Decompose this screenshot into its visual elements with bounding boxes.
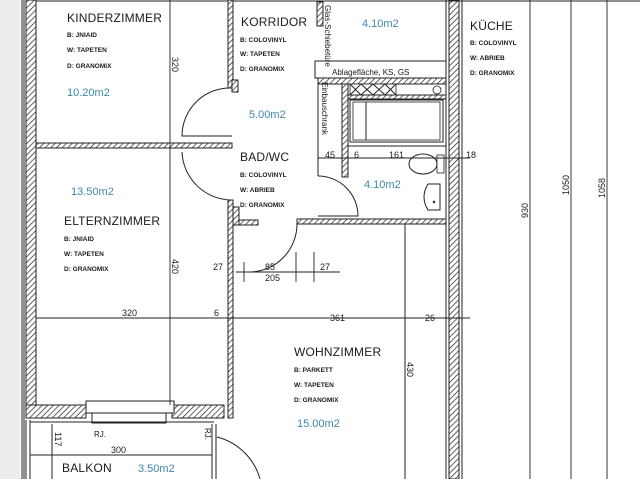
- room-elternzimmer: 13.50m2 ELTERNZIMMER B: JNIAID W: TAPETE…: [64, 186, 160, 273]
- room-area: 10.20m2: [67, 87, 110, 99]
- room-area: 4.10m2: [362, 18, 399, 30]
- svg-text:320: 320: [170, 57, 180, 72]
- room-wohnzimmer: WOHNZIMMER B: PARKETT W: TAPETEN D: GRAN…: [294, 345, 381, 430]
- room-kinderzimmer: KINDERZIMMER B: JNIAID W: TAPETEN D: GRA…: [67, 11, 162, 99]
- svg-text:430: 430: [405, 362, 415, 377]
- room-area: 15.00m2: [297, 418, 340, 430]
- room-korridor: KORRIDOR B: COLOVINYL W: TAPETEN D: GRAN…: [240, 15, 307, 121]
- svg-text:W: TAPETEN: W: TAPETEN: [64, 251, 104, 258]
- wall-eltern-wohn: [227, 199, 234, 419]
- room-area: 5.00m2: [249, 109, 286, 121]
- room-name: KINDERZIMMER: [67, 11, 162, 25]
- svg-text:6: 6: [354, 150, 359, 160]
- svg-text:27: 27: [213, 262, 223, 272]
- glass-door-label: Glas-Schiebetüre: [323, 5, 332, 67]
- glass-door-post: [316, 1, 324, 27]
- svg-text:D: GRANOMIX: D: GRANOMIX: [64, 266, 109, 273]
- door-elternzimmer: [181, 151, 233, 201]
- svg-text:300: 300: [111, 445, 126, 455]
- door-kinderzimmer: [181, 87, 233, 137]
- room-name: KÜCHE: [470, 19, 513, 33]
- closet-label: Einbauschrank: [320, 82, 329, 136]
- scan-margin: [0, 0, 20, 479]
- rj-right-label: RJ.: [203, 428, 212, 440]
- room-name: ELTERNZIMMER: [64, 214, 160, 228]
- svg-text:85: 85: [265, 262, 275, 272]
- svg-text:117: 117: [53, 432, 63, 446]
- door-bad: [317, 175, 359, 217]
- counter-label: Ablagefläche, KS, GS: [332, 68, 409, 77]
- svg-text:D: GRANOMIX: D: GRANOMIX: [67, 63, 112, 70]
- dim-1050: 1050: [561, 175, 571, 195]
- svg-text:B: PARKETT: B: PARKETT: [294, 367, 333, 374]
- wall-left-outer: [25, 0, 37, 419]
- room-name: BALKON: [62, 461, 112, 475]
- svg-text:B: COLOVINYL: B: COLOVINYL: [470, 40, 517, 47]
- svg-text:B: JNIAID: B: JNIAID: [67, 32, 97, 39]
- svg-text:B: COLOVINYL: B: COLOVINYL: [240, 37, 287, 44]
- window: [85, 400, 175, 414]
- dim-1058: 1058: [597, 178, 607, 198]
- wall-kinder-korridor: [227, 0, 234, 89]
- room-bad-wc: BAD/WC B: COLOVINYL W: ABRIEB D: GRANOMI…: [240, 150, 401, 209]
- toilet-icon: [408, 153, 445, 175]
- svg-text:27: 27: [320, 262, 330, 272]
- svg-text:D: GRANOMIX: D: GRANOMIX: [240, 66, 285, 73]
- svg-text:B: COLOVINYL: B: COLOVINYL: [240, 172, 287, 179]
- room-name: WOHNZIMMER: [294, 345, 381, 359]
- svg-text:W: TAPETEN: W: TAPETEN: [67, 47, 107, 54]
- rj-left-label: RJ.: [94, 430, 106, 439]
- room-balkon: BALKON 3.50m2: [62, 461, 175, 475]
- svg-text:W: ABRIEB: W: ABRIEB: [240, 187, 275, 194]
- stove-icon: [349, 83, 442, 96]
- room-kueche: KÜCHE B: COLOVINYL W: ABRIEB D: GRANOMIX…: [362, 18, 517, 77]
- svg-text:45: 45: [325, 150, 335, 160]
- wall-bath-bottom: [296, 218, 447, 225]
- svg-text:D: GRANOMIX: D: GRANOMIX: [240, 202, 285, 209]
- svg-text:D: GRANOMIX: D: GRANOMIX: [470, 70, 515, 77]
- svg-text:D: GRANOMIX: D: GRANOMIX: [294, 397, 339, 404]
- door-wohnzimmer: [249, 223, 298, 273]
- dim-930: 930: [520, 203, 530, 218]
- room-name: BAD/WC: [240, 150, 289, 164]
- svg-text:161: 161: [389, 150, 404, 160]
- room-area: 13.50m2: [71, 186, 114, 198]
- room-name: KORRIDOR: [241, 15, 307, 29]
- bathtub-icon: [349, 99, 444, 143]
- svg-text:B: JNIAID: B: JNIAID: [64, 236, 94, 243]
- svg-text:6: 6: [214, 308, 219, 318]
- svg-text:205: 205: [265, 273, 280, 283]
- room-area: 4.10m2: [364, 179, 401, 191]
- svg-text:420: 420: [170, 259, 180, 274]
- door-balkon: [216, 436, 261, 479]
- svg-text:W: TAPETEN: W: TAPETEN: [294, 382, 334, 389]
- svg-text:26: 26: [425, 313, 435, 323]
- svg-text:18: 18: [466, 150, 476, 160]
- wall-right-outer: [448, 0, 460, 479]
- wall-kinder-eltern: [35, 142, 233, 149]
- svg-text:361: 361: [330, 313, 345, 323]
- svg-text:320: 320: [122, 308, 137, 318]
- room-area: 3.50m2: [138, 463, 175, 475]
- sink-icon: [423, 183, 441, 211]
- wall-bath-left: [341, 83, 349, 178]
- svg-text:W: TAPETEN: W: TAPETEN: [240, 51, 280, 58]
- svg-text:W: ABRIEB: W: ABRIEB: [470, 55, 505, 62]
